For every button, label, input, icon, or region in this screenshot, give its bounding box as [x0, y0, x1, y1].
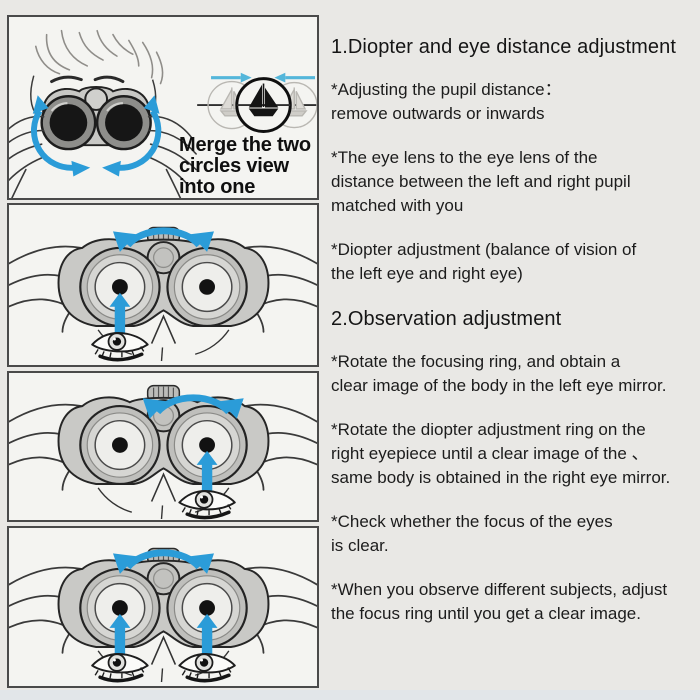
binoculars-top-icon — [9, 547, 317, 683]
instruction-panel-focusing-ring — [7, 203, 319, 367]
merge-caption: Merge the two circles view into one — [179, 134, 311, 198]
section-2-title: 2.Observation adjustment — [331, 308, 562, 330]
left-objective-lens — [40, 95, 97, 151]
right-eye-icon — [178, 652, 236, 683]
bullet-different-subjects: *When you observe different subjects, ad… — [331, 580, 668, 623]
bullet-rotate-focusing-ring: *Rotate the focusing ring, and obtain a … — [331, 352, 667, 395]
right-objective-lens — [95, 95, 152, 151]
section-1-title: 1.Diopter and eye distance adjustment — [331, 36, 677, 58]
instruction-panel-diopter-ring — [7, 371, 319, 522]
bullet-check-focus: *Check whether the focus of the eyes is … — [331, 512, 613, 555]
instruction-panel-both-eyes — [7, 526, 319, 688]
instructions-text-column: 1.Diopter and eye distance adjustment *A… — [331, 34, 695, 646]
binoculars-top-view-illustration — [9, 384, 317, 520]
binoculars-top-view-illustration — [9, 547, 317, 683]
rotate-out-arrow-right-icon — [102, 95, 162, 177]
face-with-binoculars-sketch — [9, 29, 197, 198]
front-focus-knob — [84, 87, 109, 111]
bullet-pupil-distance: *Adjusting the pupil distance： remove ou… — [331, 80, 562, 123]
left-eye-icon — [91, 331, 149, 362]
eyebrows — [50, 75, 125, 84]
bullet-diopter-adjustment: *Diopter adjustment (balance of vision o… — [331, 240, 637, 283]
binoculars-top-icon — [9, 226, 317, 362]
right-eye-icon — [178, 489, 236, 520]
merge-arrows-icon — [211, 72, 316, 83]
rotate-out-arrow-left-icon — [31, 95, 91, 177]
bullet-rotate-diopter-ring: *Rotate the diopter adjustment ring on t… — [331, 420, 671, 487]
sailboat-icon — [248, 83, 279, 117]
merged-view-circle — [235, 77, 292, 133]
instruction-panel-merge-view: Merge the two circles view into one — [7, 15, 319, 200]
binoculars-top-view-illustration — [9, 226, 317, 362]
bottom-edge-strip — [0, 690, 700, 700]
binoculars-front-view-illustration — [9, 29, 317, 198]
merge-circles-diagram — [197, 72, 317, 133]
hair-strokes — [34, 29, 164, 85]
left-eye-icon — [91, 652, 149, 683]
bullet-eye-lens-distance: *The eye lens to the eye lens of the dis… — [331, 148, 631, 215]
